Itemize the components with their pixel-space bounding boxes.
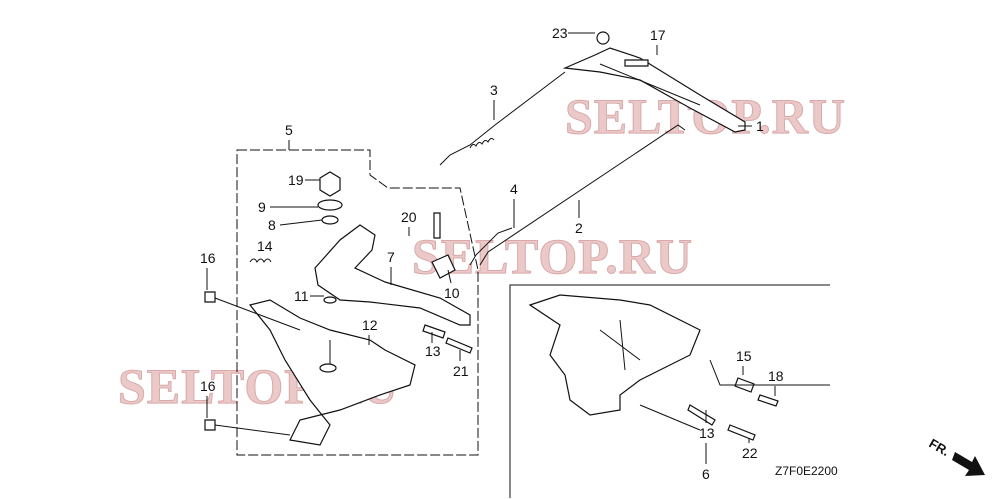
diagram-code: Z7F0E2200 xyxy=(775,464,838,478)
assembly-5-box xyxy=(236,149,479,456)
callout-21: 21 xyxy=(453,363,469,379)
callout-13-right: 13 xyxy=(699,425,715,441)
front-direction-marker: FR. xyxy=(927,436,985,476)
bracket-part xyxy=(204,291,416,446)
assembly-detail-box xyxy=(509,284,830,498)
callout-9: 9 xyxy=(258,199,266,215)
callout-22: 22 xyxy=(742,445,758,461)
callout-8: 8 xyxy=(268,217,276,233)
screw-21-part xyxy=(445,337,473,354)
callout-18: 18 xyxy=(768,368,784,384)
leader-lines xyxy=(206,32,776,464)
spring-14-part xyxy=(249,258,272,263)
callout-3: 3 xyxy=(490,82,498,98)
arrow-icon xyxy=(952,452,985,476)
callout-6: 6 xyxy=(702,466,710,482)
callout-20: 20 xyxy=(401,209,417,225)
callout-13-left: 13 xyxy=(425,343,441,359)
callout-12: 12 xyxy=(362,317,378,333)
callout-23: 23 xyxy=(552,25,568,41)
callout-14: 14 xyxy=(257,238,273,254)
rod-spring-part xyxy=(469,227,513,266)
callout-4: 4 xyxy=(510,181,518,197)
spring-13-part xyxy=(422,324,446,339)
governor-arm-part xyxy=(314,171,471,326)
callout-17: 17 xyxy=(650,27,666,43)
callout-19: 19 xyxy=(288,172,304,188)
callout-16-bottom: 16 xyxy=(200,378,216,394)
governor-rod-part xyxy=(479,124,686,266)
callout-2: 2 xyxy=(575,220,583,236)
callout-7: 7 xyxy=(387,249,395,265)
detail-assembly-part xyxy=(528,294,830,441)
callout-5: 5 xyxy=(285,122,293,138)
front-label: FR. xyxy=(927,436,953,459)
callout-11: 11 xyxy=(294,288,309,304)
callout-10: 10 xyxy=(444,285,460,301)
watermark: SELTOP.RU xyxy=(412,228,693,284)
callout-15: 15 xyxy=(736,348,752,364)
governor-spring-part xyxy=(439,71,566,166)
callout-1: 1 xyxy=(756,118,764,134)
callout-16-top: 16 xyxy=(200,250,216,266)
